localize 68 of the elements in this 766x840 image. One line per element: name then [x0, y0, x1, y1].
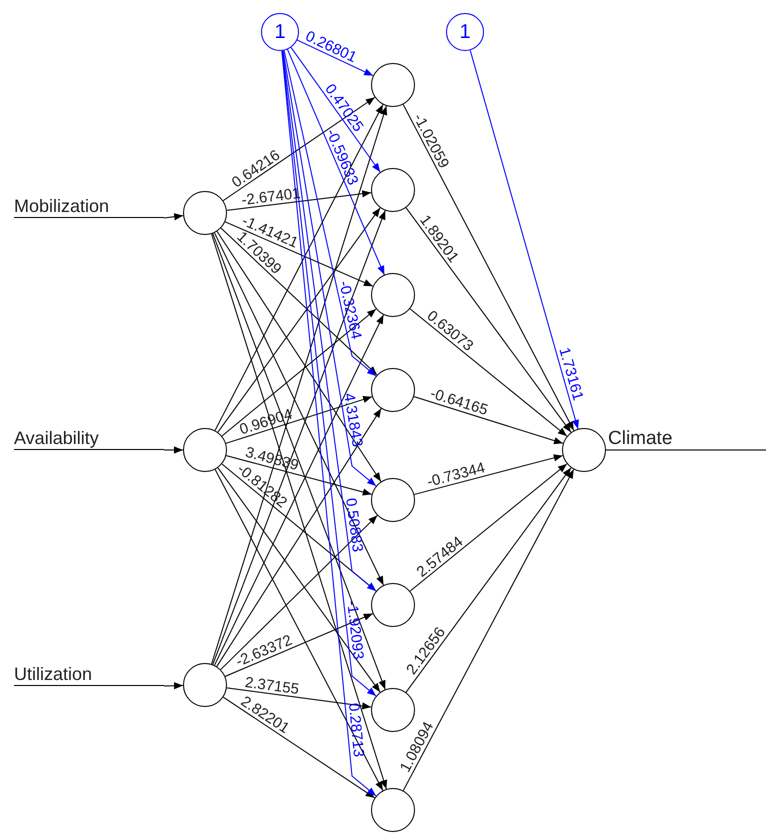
connector-arrow [410, 308, 568, 437]
neuron-circle [183, 663, 227, 707]
connector-arrow [225, 396, 373, 444]
connector-arrow [222, 696, 376, 798]
connector-arrow [211, 233, 388, 790]
connector-arrow [217, 467, 381, 693]
weight-label: 0.28713 [346, 702, 366, 758]
connector-arrow [410, 463, 568, 592]
output-label: Climate [608, 428, 672, 450]
connector-arrow [217, 207, 381, 433]
weight-label: -0.64165 [428, 386, 490, 418]
neuron-circle [183, 428, 227, 472]
bias-node: 1 [446, 13, 484, 51]
connector-arrow [226, 687, 372, 710]
connector-arrow [284, 50, 377, 376]
connector-arrow [224, 613, 374, 677]
neuron-circle [371, 788, 415, 832]
weight-label: -2.67401 [240, 186, 301, 208]
connector-arrow [290, 46, 381, 173]
neuron-circle [371, 368, 415, 412]
connector-arrow [414, 396, 564, 444]
bias-node: 1 [261, 13, 299, 51]
input-label: Mobilization [14, 196, 164, 218]
neuron-circle [371, 273, 415, 317]
weight-label: 4.31843 [340, 392, 364, 448]
weight-label: -0.73344 [425, 460, 486, 490]
connector-arrow [470, 50, 579, 430]
weight-label: 0.96904 [238, 406, 294, 438]
neuron-circle [183, 191, 227, 235]
connector-arrow [287, 48, 385, 276]
connector-arrow [282, 50, 377, 486]
neuron-circle [562, 428, 606, 472]
connector-arrow [414, 454, 564, 495]
connector-arrow [164, 682, 184, 690]
input-label: Availability [14, 428, 164, 450]
connector-arrow [216, 230, 382, 482]
neuron-circle [371, 478, 415, 522]
connector-arrow [406, 467, 572, 693]
connector-arrow [216, 408, 382, 667]
connector-arrow [164, 213, 184, 220]
neuron-circle [371, 63, 415, 107]
connector-arrow [226, 455, 372, 496]
connector-arrow [214, 314, 384, 666]
weight-label: 0.50883 [342, 497, 365, 554]
weight-label: 1.73161 [556, 346, 586, 402]
connector-arrow [164, 446, 184, 454]
connector-arrow [214, 104, 384, 431]
connector-arrow [220, 514, 378, 670]
connector-arrow [224, 221, 374, 287]
connector-arrow [214, 232, 384, 586]
input-label: Utilization [14, 664, 164, 686]
connector-arrow [282, 50, 377, 592]
weight-label: 2.37155 [244, 674, 300, 697]
connector-arrow [220, 228, 378, 376]
connector-arrow [402, 468, 574, 792]
weight-label: -0.32364 [336, 280, 364, 341]
connector-arrow [211, 106, 388, 664]
connector-arrow [222, 96, 376, 202]
neuron-circle [371, 168, 415, 212]
connector-arrow [406, 207, 572, 433]
connector-arrow [221, 464, 377, 592]
connector-arrow [214, 469, 384, 791]
neuron-circle [371, 583, 415, 627]
connector-arrow [226, 190, 372, 211]
connector-arrow [221, 308, 377, 436]
weight-label: -1.92093 [344, 600, 366, 661]
connector-arrow [402, 104, 574, 431]
connector-arrow [296, 40, 374, 76]
